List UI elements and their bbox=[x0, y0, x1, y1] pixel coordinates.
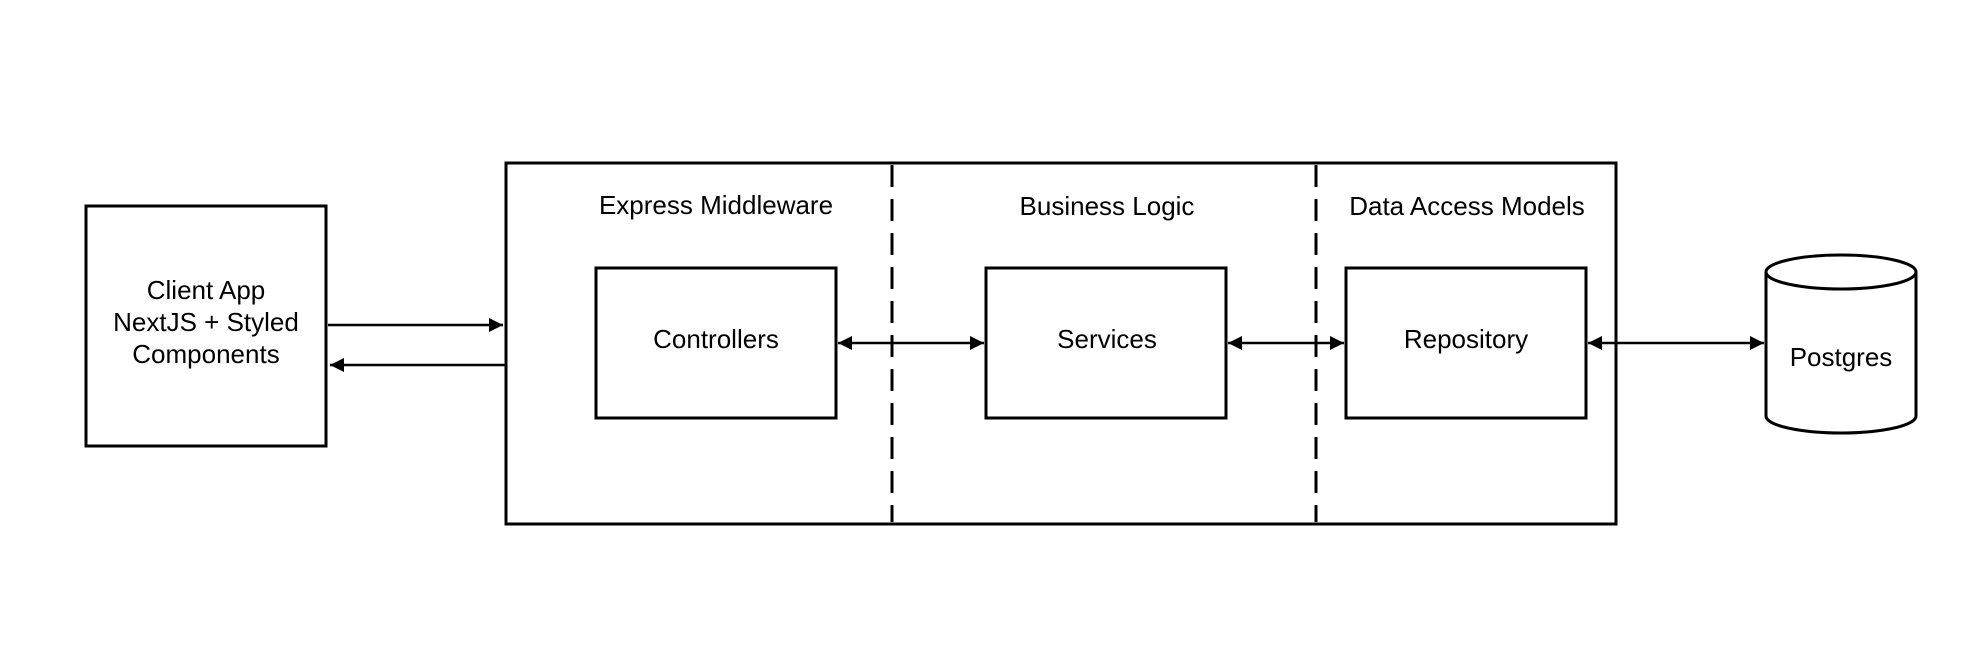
database-cylinder-top bbox=[1764, 253, 1918, 291]
services-label: Services bbox=[1057, 324, 1157, 354]
section-title-business-logic: Business Logic bbox=[1020, 191, 1195, 221]
client-app-label-line-2: NextJS + Styled bbox=[113, 307, 299, 337]
client-app-box bbox=[84, 204, 328, 448]
postgres-label: Postgres bbox=[1790, 342, 1893, 372]
postgres-database-node: Postgres bbox=[1764, 253, 1918, 435]
controllers-box bbox=[594, 266, 838, 420]
repository-label: Repository bbox=[1404, 324, 1528, 354]
client-app-label-line-3: Components bbox=[132, 339, 279, 369]
section-title-data-access-models: Data Access Models bbox=[1349, 191, 1585, 221]
client-app-label-line-1: Client App bbox=[147, 275, 266, 305]
controllers-label: Controllers bbox=[653, 324, 779, 354]
repository-box bbox=[1344, 266, 1588, 420]
database-cylinder-icon bbox=[1764, 272, 1918, 435]
services-box bbox=[984, 266, 1228, 420]
backend-container: Express Middleware Business Logic Data A… bbox=[504, 161, 1618, 526]
section-title-express-middleware: Express Middleware bbox=[599, 190, 833, 220]
client-app-node: Client App NextJS + Styled Components bbox=[84, 204, 328, 448]
